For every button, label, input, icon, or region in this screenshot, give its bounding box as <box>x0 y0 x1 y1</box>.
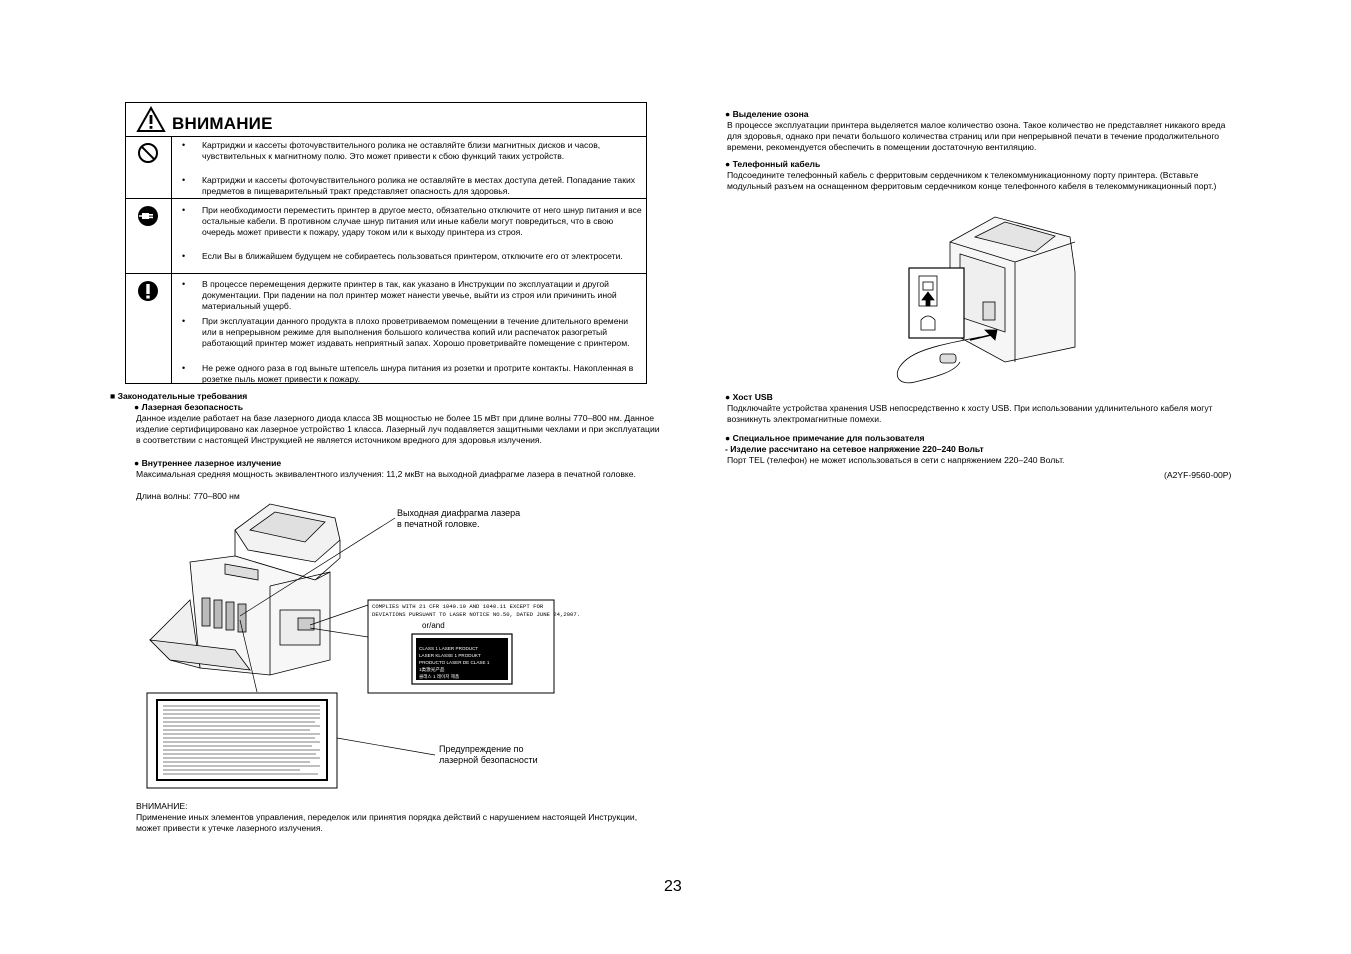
caution-item: Не реже одного раза в год выньте штепсел… <box>202 363 634 384</box>
or-and-text: or/and <box>422 621 445 630</box>
laser-safety-heading: ● Лазерная безопасность <box>134 402 244 412</box>
class1-line: 1类激光产品 <box>419 666 445 673</box>
regulatory-heading: ■ Законодательные требования <box>110 391 248 401</box>
document-code: (A2YF-9560-00P) <box>1164 470 1232 480</box>
caution-item: Картриджи и кассеты фоточувствительного … <box>202 175 636 196</box>
special-note-heading: ● Специальное примечание для пользовател… <box>725 433 925 443</box>
caution-header: ВНИМАНИЕ <box>126 103 646 137</box>
caution-item: В процессе перемещения держите принтер в… <box>202 279 617 311</box>
ozone-heading: ● Выделение озона <box>725 109 809 119</box>
caution-item: Картриджи и кассеты фоточувствительного … <box>202 140 601 161</box>
class1-line: LASER KLASSE 1 PRODUKT <box>419 653 481 658</box>
warning-triangle-icon <box>136 105 166 132</box>
compliance-label-line-1: COMPLIES WITH 21 CFR 1040.10 AND 1040.11… <box>372 603 544 610</box>
phone-cable-text: Подсоедините телефонный кабель с феррито… <box>727 170 1217 191</box>
caution-box: ВНИМАНИЕ • Картриджи и кассеты фоточувст… <box>125 102 647 384</box>
special-note-subheading: - Изделие рассчитано на сетевое напряжен… <box>725 444 984 454</box>
prohibited-icon <box>138 143 158 163</box>
caution-title: ВНИМАНИЕ <box>172 114 273 133</box>
caution-note-heading: ВНИМАНИЕ: <box>136 801 188 811</box>
usb-text: Подключайте устройства хранения USB непо… <box>727 403 1213 424</box>
ozone-text: В процессе эксплуатации принтера выделяе… <box>727 120 1226 152</box>
compliance-label-line-2: DEVIATIONS PURSUANT TO LASER NOTICE NO.5… <box>372 611 580 618</box>
laser-safety-text: Данное изделие работает на базе лазерног… <box>136 413 660 445</box>
wavelength-text: Длина волны: 770–800 нм <box>136 491 240 501</box>
class1-line: PRODUCTO LASER DE CLASE 1 <box>419 660 490 665</box>
internal-laser-heading: ● Внутреннее лазерное излучение <box>134 458 282 468</box>
page-number: 23 <box>664 878 682 895</box>
phone-cable-heading: ● Телефонный кабель <box>725 159 821 169</box>
printer-laser-figure: COMPLIES WITH 21 CFR 1040.10 AND 1040.11… <box>146 503 580 789</box>
class1-line: 클래스 1 레이저 제품 <box>419 673 459 680</box>
special-note-text: Порт TEL (телефон) не может использовать… <box>727 455 1065 465</box>
caution-row-1: • Картриджи и кассеты фоточувствительног… <box>126 136 646 199</box>
caution-note-text: Применение иных элементов управления, пе… <box>136 812 638 833</box>
warning-label-caption: Предупреждение по лазерной безопасности <box>439 744 538 765</box>
class1-line: CLASS 1 LASER PRODUCT <box>419 646 478 651</box>
caution-item: При необходимости переместить принтер в … <box>202 205 642 237</box>
usb-heading: ● Хост USB <box>725 392 773 402</box>
aperture-caption: Выходная диафрагма лазера в печатной гол… <box>397 508 521 529</box>
caution-row-3: • В процессе перемещения держите принтер… <box>126 274 646 384</box>
unplug-icon <box>138 206 158 226</box>
exclamation-icon <box>138 281 158 301</box>
caution-item: При эксплуатации данного продукта в плох… <box>202 316 630 348</box>
caution-row-2: • При необходимости переместить принтер … <box>126 199 646 274</box>
caution-item: Если Вы в ближайшем будущем не собираете… <box>202 251 623 261</box>
phone-cable-figure <box>897 216 1076 384</box>
internal-laser-text: Максимальная средняя мощность эквивалент… <box>136 469 636 479</box>
